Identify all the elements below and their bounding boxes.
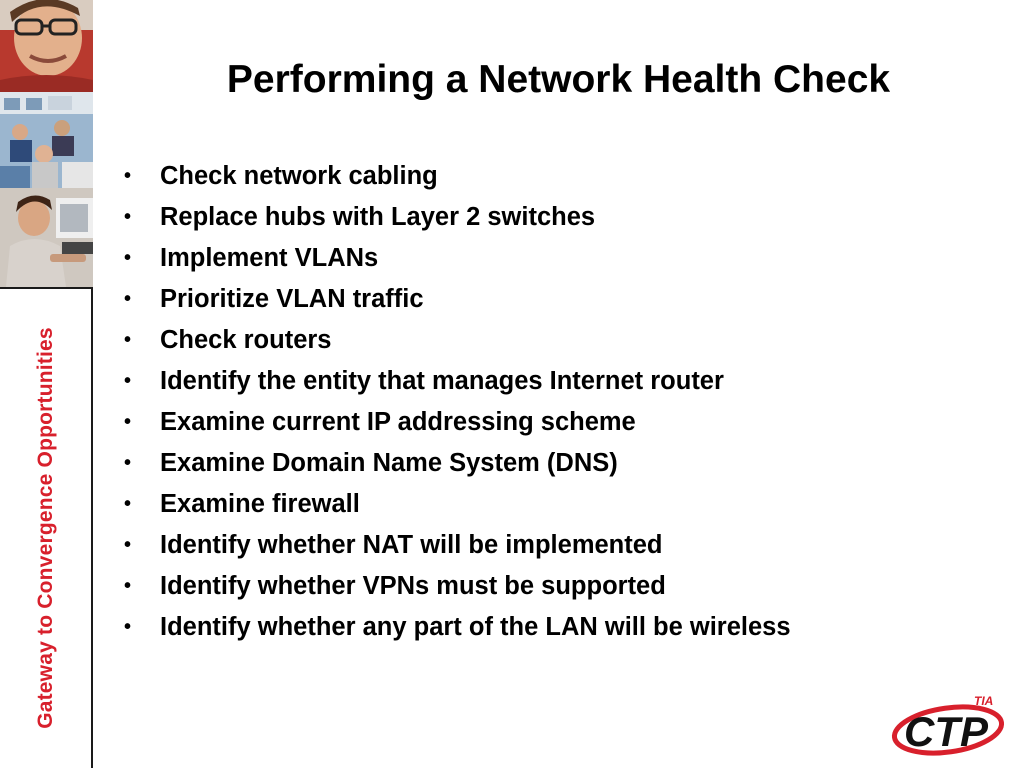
bullet-text: Identify whether VPNs must be supported — [160, 572, 666, 600]
bullet-text: Identify whether NAT will be implemented — [160, 531, 663, 559]
sidebar: Gateway to Convergence Opportunities — [0, 0, 93, 768]
list-item: • Examine Domain Name System (DNS) — [120, 443, 791, 484]
bullet-text: Implement VLANs — [160, 244, 379, 272]
bullet-text: Examine Domain Name System (DNS) — [160, 449, 618, 477]
list-item: • Identify whether VPNs must be supported — [120, 566, 791, 607]
list-item: • Identify whether any part of the LAN wi… — [120, 607, 791, 648]
list-item: • Check network cabling — [120, 156, 791, 197]
bullet-icon: • — [124, 329, 132, 351]
bullet-text: Check routers — [160, 326, 332, 354]
bullet-text: Check network cabling — [160, 162, 438, 190]
list-item: • Implement VLANs — [120, 238, 791, 279]
ctp-logo: CTP TIA — [891, 694, 1005, 756]
bullet-text: Prioritize VLAN traffic — [160, 285, 424, 313]
photo-strip-divider — [0, 287, 91, 289]
bullet-icon: • — [124, 616, 132, 638]
bullet-icon: • — [124, 452, 132, 474]
sidebar-tagline: Gateway to Convergence Opportunities — [34, 327, 57, 729]
bullet-text: Identify the entity that manages Interne… — [160, 367, 724, 395]
bullet-icon: • — [124, 206, 132, 228]
bullet-text: Examine current IP addressing scheme — [160, 408, 636, 436]
list-item: • Prioritize VLAN traffic — [120, 279, 791, 320]
bullet-text: Identify whether any part of the LAN wil… — [160, 613, 791, 641]
bullet-icon: • — [124, 493, 132, 515]
bullet-icon: • — [124, 247, 132, 269]
slide-title: Performing a Network Health Check — [226, 58, 891, 101]
bullet-text: Examine firewall — [160, 490, 360, 518]
bullet-icon: • — [124, 575, 132, 597]
bullet-icon: • — [124, 370, 132, 392]
classroom-photo — [0, 92, 93, 188]
list-item: • Examine firewall — [120, 484, 791, 525]
list-item: • Replace hubs with Layer 2 switches — [120, 197, 791, 238]
list-item: • Identify the entity that manages Intern… — [120, 361, 791, 402]
bullet-icon: • — [124, 411, 132, 433]
bullet-icon: • — [124, 288, 132, 310]
list-item: • Examine current IP addressing scheme — [120, 402, 791, 443]
bullet-text: Replace hubs with Layer 2 switches — [160, 203, 596, 231]
bullet-icon: • — [124, 534, 132, 556]
list-item: • Check routers — [120, 320, 791, 361]
logo-brand-text: CTP — [904, 708, 989, 755]
man-with-glasses-photo — [0, 0, 93, 92]
woman-at-computer-photo — [0, 188, 93, 287]
logo-superscript-text: TIA — [974, 694, 993, 708]
bullet-list: • Check network cabling • Replace hubs wit… — [120, 156, 791, 648]
bullet-icon: • — [124, 165, 132, 187]
list-item: • Identify whether NAT will be implemente… — [120, 525, 791, 566]
